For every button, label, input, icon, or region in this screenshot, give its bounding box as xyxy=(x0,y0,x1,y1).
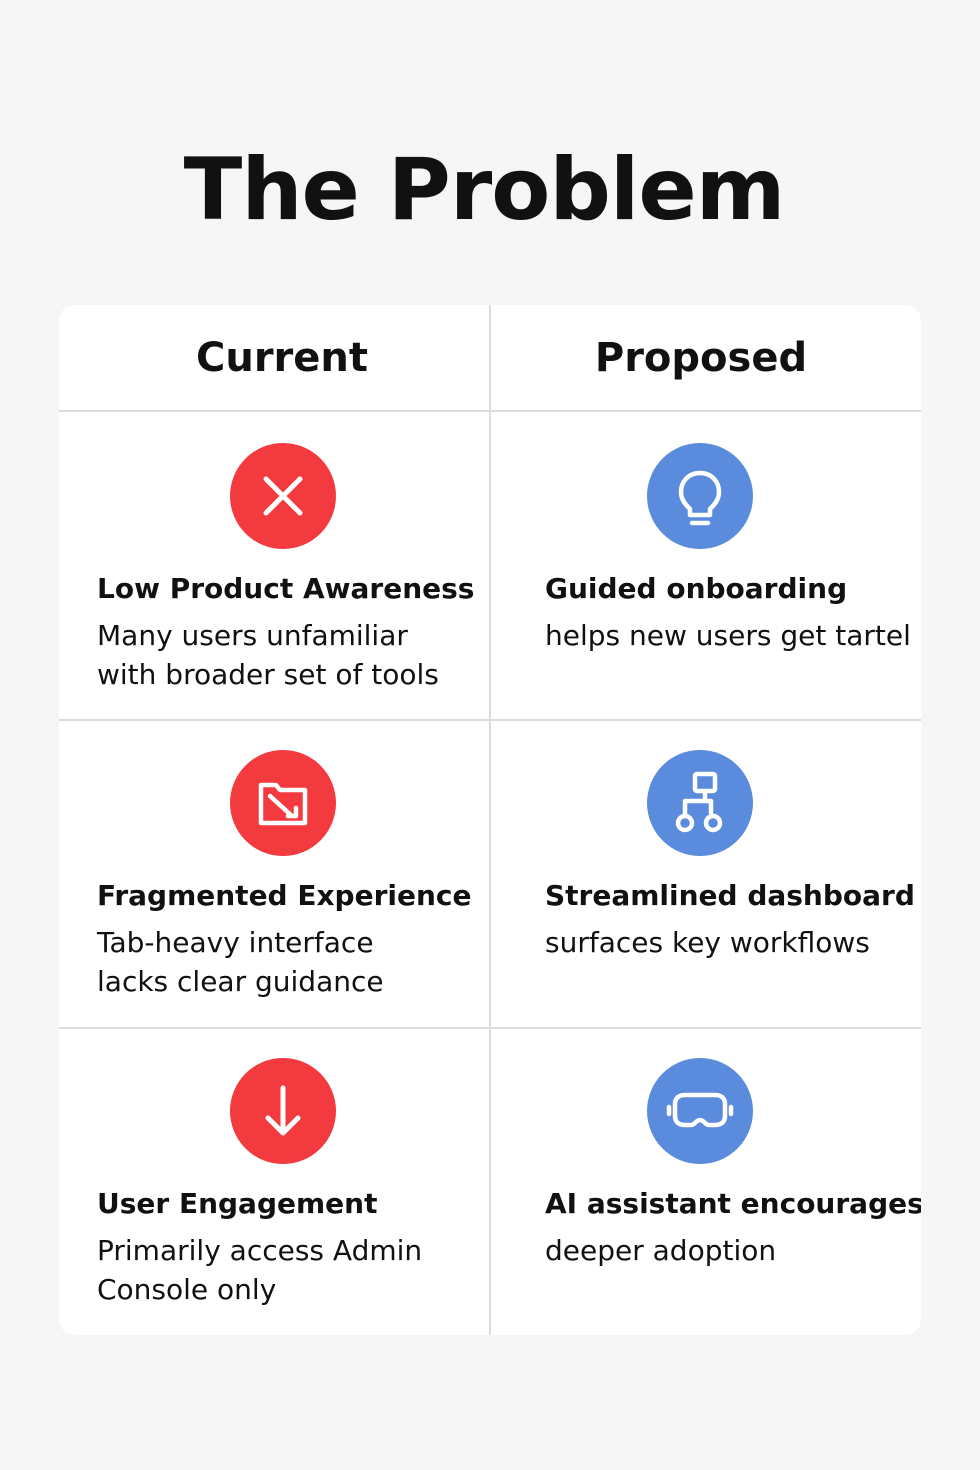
current-cell-awareness: Low Product Awareness Many users unfamil… xyxy=(59,412,489,718)
lightbulb-icon xyxy=(647,443,753,549)
cell-title: AI assistant encourages xyxy=(545,1187,921,1220)
cell-description: surfaces key workflows xyxy=(545,926,870,959)
cell-title: Fragmented Experience xyxy=(97,879,472,912)
row-divider xyxy=(59,1027,921,1029)
cell-description: deeper adoption xyxy=(545,1234,777,1267)
row-divider xyxy=(59,719,921,721)
row-divider xyxy=(59,410,921,412)
proposed-cell-onboarding: Guided onboarding helps new users get ta… xyxy=(491,412,921,718)
column-divider xyxy=(489,305,491,1335)
current-cell-fragmented: Fragmented Experience Tab-heavy interfac… xyxy=(59,721,489,1027)
vr-goggles-icon xyxy=(647,1058,753,1164)
cell-title: User Engagement xyxy=(97,1187,378,1220)
cell-title: Guided onboarding xyxy=(545,572,848,605)
column-header-proposed: Proposed xyxy=(594,335,808,381)
cell-description: Primarily access Admin Console only xyxy=(97,1234,423,1306)
comparison-table: Current Proposed Low Product Awareness M… xyxy=(59,305,921,1335)
cell-description: helps new users get tartel xyxy=(545,619,911,652)
current-cell-engagement: User Engagement Primarily access Admin C… xyxy=(59,1029,489,1335)
proposed-cell-ai-assistant: AI assistant encourages deeper adoption xyxy=(491,1029,921,1335)
cell-title: Low Product Awareness xyxy=(97,572,475,605)
arrow-down-icon xyxy=(230,1058,336,1164)
cell-description: Tab-heavy interface lacks clear guidance xyxy=(97,926,384,998)
workflow-icon xyxy=(647,750,753,856)
x-icon xyxy=(230,443,336,549)
cell-title: Streamlined dashboard xyxy=(545,879,915,912)
cell-description: Many users unfamiliar with broader set o… xyxy=(97,619,439,691)
broken-folder-icon xyxy=(230,750,336,856)
page-title: The Problem xyxy=(183,140,786,240)
proposed-cell-dashboard: Streamlined dashboard surfaces key workf… xyxy=(491,721,921,1027)
column-header-current: Current xyxy=(195,335,368,381)
